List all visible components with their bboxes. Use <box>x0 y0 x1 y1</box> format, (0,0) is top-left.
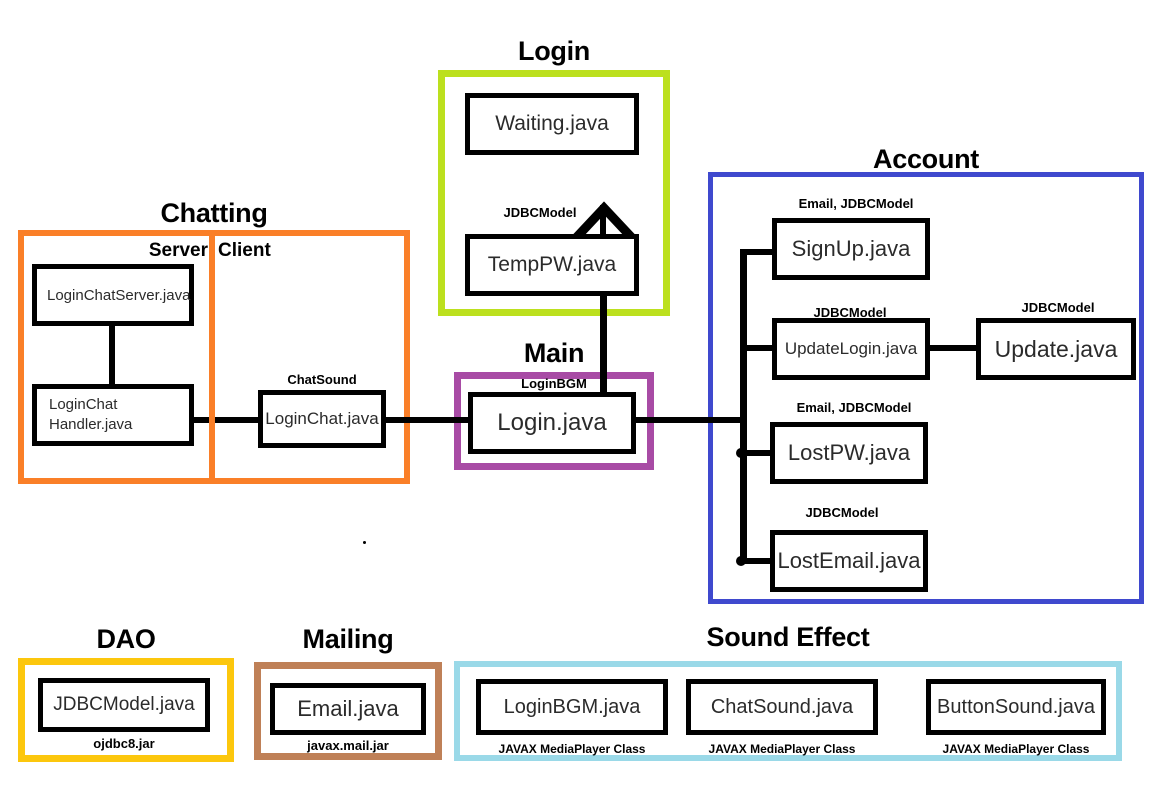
node-chat-sound-label: ChatSound.java <box>710 695 854 718</box>
node-login-bgm-label: LoginBGM.java <box>503 695 641 718</box>
caption-login-bgm: LoginBGM <box>521 376 587 391</box>
node-login-chat[interactable]: LoginChat.java <box>258 390 386 448</box>
node-lost-pw-label: LostPW.java <box>787 440 911 465</box>
caption-update-login: JDBCModel <box>813 305 887 320</box>
link-login-to-account <box>634 417 746 423</box>
group-frame-dao <box>18 658 234 762</box>
node-temp-pw-label: TempPW.java <box>487 253 617 276</box>
node-button-sound[interactable]: ButtonSound.java <box>926 679 1106 735</box>
caption-button-sound-class: JAVAX MediaPlayer Class <box>942 742 1090 756</box>
caption-signup: Email, JDBCModel <box>798 196 914 211</box>
node-login-bgm[interactable]: LoginBGM.java <box>476 679 668 735</box>
caption-javax-mail-jar: javax.mail.jar <box>307 738 389 753</box>
link-loginchat-to-login <box>384 417 474 423</box>
group-frame-sound-effect <box>454 661 1122 761</box>
link-updatelogin-to-update <box>928 345 978 351</box>
group-frame-account <box>708 172 1144 604</box>
node-update-label: Update.java <box>994 335 1118 362</box>
chatting-server-label: Server <box>148 240 208 261</box>
node-signup[interactable]: SignUp.java <box>772 218 930 280</box>
node-waiting[interactable]: Waiting.java <box>465 93 639 155</box>
branch-line-lost-email <box>740 558 782 564</box>
group-title-dao: DAO <box>96 624 156 654</box>
node-temp-pw[interactable]: TempPW.java <box>465 234 639 296</box>
branch-line-signup <box>740 249 782 255</box>
caption-lost-email: JDBCModel <box>805 505 879 520</box>
node-login-chat-handler-label-line1: LoginChat <box>49 396 118 413</box>
node-email-label: Email.java <box>297 696 399 721</box>
node-jdbc-model-label: JDBCModel.java <box>53 694 195 715</box>
node-signup-label: SignUp.java <box>791 236 911 261</box>
node-login-chat-server-label: LoginChatServer.java <box>47 286 191 304</box>
node-waiting-label: Waiting.java <box>495 112 609 135</box>
node-button-sound-label: ButtonSound.java <box>937 695 1095 718</box>
caption-temppw-jdbcmodel: JDBCModel <box>503 205 577 220</box>
node-lost-email[interactable]: LostEmail.java <box>770 530 928 592</box>
node-login-chat-handler[interactable]: LoginChat Handler.java <box>32 384 194 446</box>
group-title-sound-effect: Sound Effect <box>706 622 870 652</box>
node-update-login-label: UpdateLogin.java <box>784 339 918 358</box>
caption-update: JDBCModel <box>1021 300 1095 315</box>
group-frame-login <box>438 70 670 316</box>
node-lost-pw[interactable]: LostPW.java <box>770 422 928 484</box>
junction-dot-lost-pw <box>736 448 746 458</box>
node-jdbc-model[interactable]: JDBCModel.java <box>38 678 210 732</box>
group-title-login: Login <box>518 36 590 66</box>
caption-ojdbc8-jar: ojdbc8.jar <box>93 736 155 751</box>
junction-dot-lost-email <box>736 556 746 566</box>
node-login-main[interactable]: Login.java <box>468 392 636 454</box>
node-lost-email-label: LostEmail.java <box>777 548 921 573</box>
account-trunk-line <box>740 249 747 564</box>
caption-lost-pw: Email, JDBCModel <box>796 400 912 415</box>
chatting-server-client-divider <box>209 230 215 484</box>
group-frame-mailing <box>254 662 442 760</box>
link-server-to-handler <box>109 324 115 386</box>
group-title-chatting: Chatting <box>160 198 268 228</box>
node-email[interactable]: Email.java <box>270 683 426 735</box>
branch-line-update-login <box>740 345 782 351</box>
chatting-client-label: Client <box>218 240 271 261</box>
node-update-login[interactable]: UpdateLogin.java <box>772 318 930 380</box>
link-handler-to-loginchat <box>192 417 262 423</box>
link-temppw-to-login <box>600 292 607 394</box>
stray-dot-marker <box>363 541 366 544</box>
node-login-chat-server[interactable]: LoginChatServer.java <box>32 264 194 326</box>
branch-line-lost-pw <box>740 450 782 456</box>
node-chat-sound[interactable]: ChatSound.java <box>686 679 878 735</box>
group-title-main: Main <box>523 338 585 368</box>
link-temppw-shaft <box>600 205 606 236</box>
node-update[interactable]: Update.java <box>976 318 1136 380</box>
caption-loginchat-chatsound: ChatSound <box>287 372 357 387</box>
caption-login-bgm-class: JAVAX MediaPlayer Class <box>498 742 646 756</box>
node-login-chat-handler-label-line2: Handler.java <box>49 416 133 433</box>
node-login-main-label: Login.java <box>497 409 607 436</box>
group-title-account: Account <box>873 144 979 174</box>
node-login-chat-label: LoginChat.java <box>265 409 379 428</box>
caption-chat-sound-class: JAVAX MediaPlayer Class <box>708 742 856 756</box>
group-title-mailing: Mailing <box>302 624 394 654</box>
